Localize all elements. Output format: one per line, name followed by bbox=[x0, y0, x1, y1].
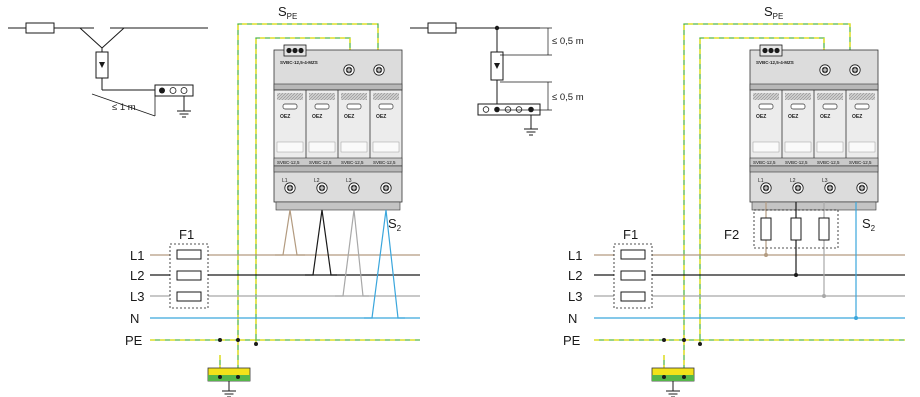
svg-text:OEZ: OEZ bbox=[280, 114, 290, 120]
fuse-group-F2: F2 bbox=[724, 202, 858, 320]
svg-text:SVBC-12,5: SVBC-12,5 bbox=[277, 160, 300, 165]
line-label-L1-right: L1 bbox=[568, 248, 582, 263]
line-label-L1: L1 bbox=[130, 248, 144, 263]
svg-text:SVBC-12,5: SVBC-12,5 bbox=[341, 160, 364, 165]
fuse-icon bbox=[176, 291, 202, 302]
svg-text:SVBC-12,5: SVBC-12,5 bbox=[309, 160, 332, 165]
fuse-group-F1: F1 bbox=[169, 227, 209, 309]
surge-protector-right: SVBC-12,5-4-MZS OEZ OEZ OEZ OEZ SVBC-12,… bbox=[750, 45, 878, 210]
svg-text:SVBC-12,5-4-MZS: SVBC-12,5-4-MZS bbox=[280, 60, 318, 65]
fuse-icon bbox=[818, 217, 830, 241]
terminal-icon bbox=[154, 84, 194, 97]
spe-label: SPE bbox=[278, 4, 297, 21]
left-diagram: ≤ 1 m SPE SVBC-12,5-4-MZS OEZ OEZ OEZ OE… bbox=[8, 4, 420, 397]
ground-icon bbox=[176, 103, 192, 118]
svg-text:OEZ: OEZ bbox=[312, 114, 322, 120]
s2-label-right: S2 bbox=[862, 216, 876, 233]
distance-bottom-label: ≤ 0,5 m bbox=[552, 92, 584, 103]
terminal-icon bbox=[477, 103, 541, 116]
fuse-icon bbox=[427, 22, 457, 34]
svg-text:OEZ: OEZ bbox=[852, 114, 862, 120]
fuse-icon bbox=[620, 291, 646, 302]
fuse-icon bbox=[620, 270, 646, 281]
middle-detail: ≤ 0,5 m ≤ 0,5 m bbox=[410, 22, 584, 136]
fuse-icon bbox=[176, 249, 202, 260]
fuse-icon bbox=[790, 217, 802, 241]
line-label-L3-right: L3 bbox=[568, 289, 582, 304]
svg-text:SVBC-12,5: SVBC-12,5 bbox=[785, 160, 808, 165]
line-label-L2-right: L2 bbox=[568, 268, 582, 283]
svg-text:L2: L2 bbox=[314, 178, 320, 184]
svg-text:OEZ: OEZ bbox=[820, 114, 830, 120]
ground-bar-right bbox=[651, 338, 702, 397]
s2-label: S2 bbox=[388, 216, 402, 233]
distance-label: ≤ 1 m bbox=[112, 102, 136, 113]
distance-top-label: ≤ 0,5 m bbox=[552, 36, 584, 47]
fuse-icon bbox=[760, 217, 772, 241]
right-diagram: SPE SVBC-12,5-4-MZS OEZ OEZ OEZ OEZ SVBC… bbox=[563, 4, 905, 397]
svg-text:SVBC-12,5-4-MZS: SVBC-12,5-4-MZS bbox=[756, 60, 794, 65]
spe-label-right: SPE bbox=[764, 4, 783, 21]
svg-text:SVBC-12,5: SVBC-12,5 bbox=[753, 160, 776, 165]
line-label-N: N bbox=[130, 311, 139, 326]
svg-text:OEZ: OEZ bbox=[788, 114, 798, 120]
svg-text:SVBC-12,5: SVBC-12,5 bbox=[373, 160, 396, 165]
svg-text:L1: L1 bbox=[758, 178, 764, 184]
fuse-icon bbox=[176, 270, 202, 281]
svg-text:SVBC-12,5: SVBC-12,5 bbox=[817, 160, 840, 165]
svg-text:L2: L2 bbox=[790, 178, 796, 184]
svg-text:F1: F1 bbox=[623, 227, 638, 242]
line-label-L3: L3 bbox=[130, 289, 144, 304]
svg-text:L3: L3 bbox=[822, 178, 828, 184]
line-label-N-right: N bbox=[568, 311, 577, 326]
line-label-L2: L2 bbox=[130, 268, 144, 283]
ground-icon bbox=[221, 383, 237, 397]
overhead-schematic-left: ≤ 1 m bbox=[8, 22, 208, 118]
line-label-PE: PE bbox=[125, 333, 143, 348]
line-label-PE-right: PE bbox=[563, 333, 581, 348]
svg-text:F2: F2 bbox=[724, 227, 739, 242]
svg-text:OEZ: OEZ bbox=[756, 114, 766, 120]
fuse-group-F1-right: F1 bbox=[613, 227, 653, 309]
svg-text:F1: F1 bbox=[179, 227, 194, 242]
svg-text:SVBC-12,5: SVBC-12,5 bbox=[849, 160, 872, 165]
ground-bar-left bbox=[207, 338, 258, 397]
fuse-icon bbox=[25, 22, 55, 34]
svg-text:L3: L3 bbox=[346, 178, 352, 184]
surge-protector-left: SVBC-12,5-4-MZS OEZ OEZ OEZ OEZ SVBC-12,… bbox=[274, 45, 402, 210]
ground-icon bbox=[665, 383, 681, 397]
ground-icon bbox=[523, 121, 539, 136]
svg-text:OEZ: OEZ bbox=[376, 114, 386, 120]
svg-text:L1: L1 bbox=[282, 178, 288, 184]
svg-text:OEZ: OEZ bbox=[344, 114, 354, 120]
fuse-icon bbox=[620, 249, 646, 260]
